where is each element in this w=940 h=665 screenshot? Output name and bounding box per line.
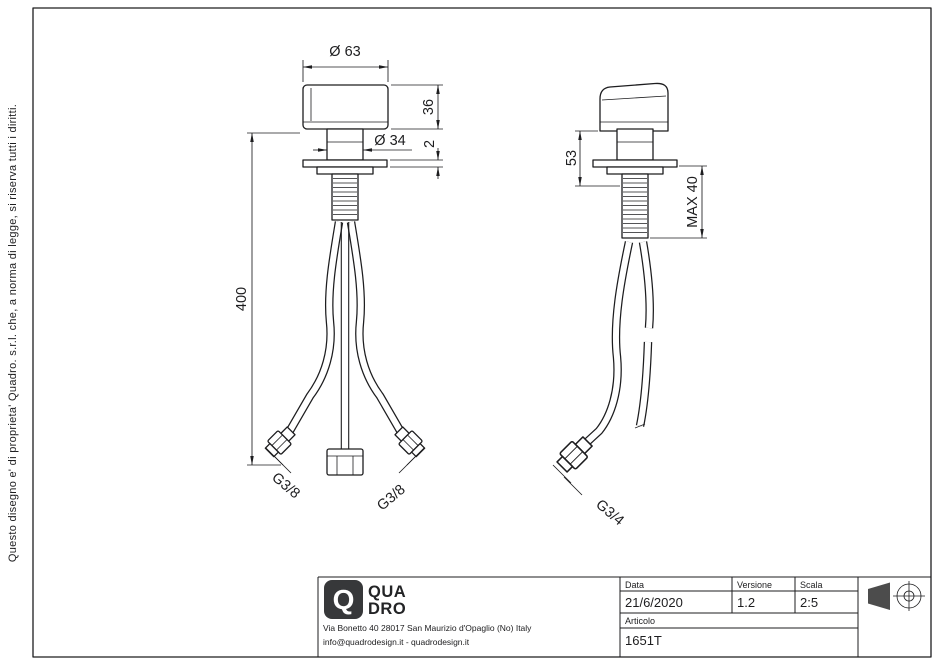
projection-symbol-icon (868, 581, 925, 611)
front-faucet-body (302, 84, 389, 221)
dim-label-dia-34: Ø 34 (374, 133, 405, 149)
dim-thread-g38-right: G3/8 (374, 447, 425, 514)
dim-body-height: 53 (564, 130, 620, 187)
dim-label-g34: G3/4 (592, 497, 626, 529)
date-value: 21/6/2020 (625, 595, 683, 610)
date-label: Data (625, 580, 644, 590)
sheet-frame (32, 7, 932, 658)
front-neck (326, 128, 364, 161)
dim-thread-g38-left: G3/8 (265, 447, 303, 502)
side-base-plate (592, 159, 678, 168)
company-contact: info@quadrodesign.it - quadrodesign.it (323, 637, 470, 647)
dim-label-dia-63: Ø 63 (329, 44, 360, 60)
side-collar (606, 166, 664, 175)
dim-label-53: 53 (564, 150, 580, 166)
dim-label-g38-left: G3/8 (268, 470, 302, 502)
company-address: Via Bonetto 40 28017 San Maurizio d'Opag… (323, 623, 532, 633)
side-neck (616, 128, 654, 161)
front-view: Ø 63 36 2 Ø 34 400 (234, 44, 443, 514)
version-label: Versione (737, 580, 772, 590)
side-knob (599, 82, 669, 132)
front-hoses (284, 221, 406, 437)
front-threaded-shank (331, 173, 359, 221)
logo-mark: Q (333, 584, 355, 615)
side-front-hose (584, 241, 634, 446)
dim-thread-g34: G3/4 (552, 464, 627, 529)
quadro-logo-icon (324, 580, 363, 619)
dim-label-400: 400 (234, 287, 250, 311)
dim-label-max-40: MAX 40 (685, 176, 701, 228)
front-thread-lines (333, 178, 357, 215)
logo-line1: QUA (368, 583, 406, 601)
dim-label-2: 2 (422, 140, 438, 148)
scale-label: Scala (800, 580, 823, 590)
side-rear-hose (634, 241, 654, 429)
side-threaded-shank (621, 173, 649, 239)
quadro-logo: Q QUA DRO (324, 580, 406, 619)
dim-knob-diameter: Ø 63 (302, 44, 389, 82)
article-value: 1651T (625, 633, 662, 648)
front-collar (316, 166, 374, 175)
front-base-plate (302, 159, 388, 168)
dim-label-36: 36 (421, 99, 437, 115)
side-faucet-body (592, 82, 678, 239)
dim-hose-length: 400 (234, 132, 300, 466)
side-view: 53 MAX 40 G3/4 (552, 82, 707, 529)
dim-plate-thickness: 2 (390, 140, 443, 179)
ownership-note: Questo disegno e' di proprieta' Quadro. … (7, 104, 19, 562)
dim-max-thread-length: MAX 40 (650, 165, 707, 239)
dim-neck-diameter: Ø 34 (313, 133, 412, 152)
side-thread-lines (623, 178, 647, 233)
dim-label-g38-right: G3/8 (374, 482, 408, 514)
front-mounting-nut (326, 448, 364, 476)
logo-line2: DRO (368, 600, 406, 618)
scale-value: 2:5 (800, 595, 818, 610)
article-label: Articolo (625, 616, 655, 626)
version-value: 1.2 (737, 595, 755, 610)
title-block: Q QUA DRO Via Bonetto 40 28017 San Mauri… (317, 576, 931, 657)
dim-knob-height: 36 (391, 84, 443, 130)
